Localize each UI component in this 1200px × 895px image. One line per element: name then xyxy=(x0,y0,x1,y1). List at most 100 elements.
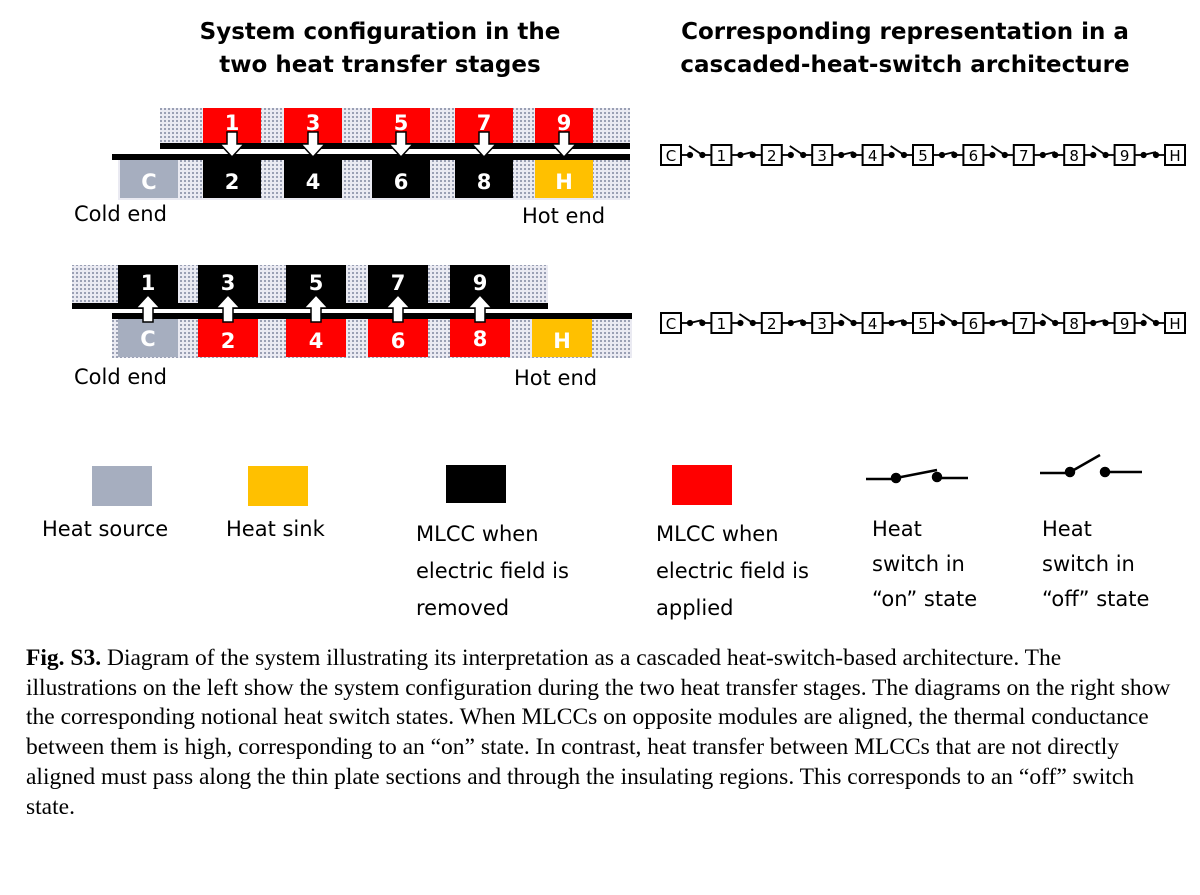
stage2-bottom-label: 6 xyxy=(391,329,406,353)
legend-mlcc-applied-swatch xyxy=(672,465,732,505)
right-header: Corresponding representation in a cascad… xyxy=(680,19,1130,78)
legend-switch-on-line: Heat xyxy=(872,517,922,541)
legend-switch-on-label: Heat switch in “on” state xyxy=(872,512,977,617)
stage2-heat-sink xyxy=(532,319,592,357)
stage1-top-label: 7 xyxy=(477,111,492,135)
stage2-bottom-label: 2 xyxy=(221,329,236,353)
switch-on-icon xyxy=(1033,151,1065,159)
chain-node-label: H xyxy=(1169,315,1180,333)
stage1-arrow-5 xyxy=(387,131,415,159)
switch-off-icon xyxy=(681,145,712,159)
stage1-mlcc-8 xyxy=(455,160,513,198)
legend-heat-sink-label: Heat sink xyxy=(226,517,325,541)
figure-caption: Fig. S3. Diagram of the system illustrat… xyxy=(26,644,1176,822)
legend-switch-off-label: Heat switch in “off” state xyxy=(1042,512,1149,617)
legend-heat-source-swatch xyxy=(92,466,152,506)
stage1-mlcc-4 xyxy=(284,160,342,198)
switch-off-icon xyxy=(1033,313,1065,327)
stage1-top-label: 9 xyxy=(557,111,572,135)
chain-node-label: 3 xyxy=(817,315,827,333)
legend-switch-off-icon xyxy=(1040,453,1142,478)
chain-node-label: 1 xyxy=(717,147,727,165)
legend-switch-off-line: “off” state xyxy=(1042,587,1150,611)
stage2-bottom-plate xyxy=(112,313,632,319)
switch-off-icon xyxy=(1134,313,1165,327)
stage2-mlcc-8 xyxy=(450,319,510,357)
chain-node-label: 9 xyxy=(1120,147,1130,165)
legend-mlcc-applied-line: electric field is xyxy=(656,559,809,583)
switch-on-icon xyxy=(1134,151,1165,159)
stage1-bottom-label: H xyxy=(555,170,573,194)
legend-switch-on-line: “on” state xyxy=(872,587,978,611)
stage1-bottom-plate xyxy=(112,154,630,160)
chain-node-label: 5 xyxy=(918,315,928,333)
chain-node-box xyxy=(1164,312,1186,334)
stage1-bottom-label: 8 xyxy=(477,170,492,194)
stage2-arrow-7 xyxy=(384,293,412,323)
stage1-arrow-9 xyxy=(550,131,578,159)
stage2-mlcc-2 xyxy=(198,319,258,357)
stage2-bottom-label: H xyxy=(553,329,571,353)
stage2-mlcc-6 xyxy=(368,319,428,357)
legend-mlcc-applied-label: MLCC when electric field is applied xyxy=(656,516,809,627)
switch-off-icon xyxy=(1084,145,1115,159)
stage2-bottom-label: C xyxy=(140,327,155,351)
chain-node-label: 7 xyxy=(1019,147,1029,165)
switch-on-icon xyxy=(731,151,762,159)
stage2-arrow-1 xyxy=(134,293,162,323)
legend-mlcc-removed-line: MLCC when xyxy=(416,522,539,546)
chain-node-label: 5 xyxy=(918,147,928,165)
stage2-arrow-5 xyxy=(302,293,330,323)
stage1-cold-end-label: Cold end xyxy=(74,202,167,226)
stage2-heat-source xyxy=(118,319,178,357)
stage2-mlcc-4 xyxy=(286,319,346,357)
stage1-top-label: 5 xyxy=(394,111,409,135)
stage2-diagram: 1 3 5 7 9 C 2 4 6 8 H xyxy=(72,265,632,358)
left-header: System configuration in the two heat tra… xyxy=(199,19,561,78)
switch-off-icon xyxy=(731,313,762,327)
chain-node-box xyxy=(1164,144,1186,166)
switch-off-icon xyxy=(832,313,863,327)
legend-switch-off-line: Heat xyxy=(1042,517,1092,541)
switch-on-icon xyxy=(1084,319,1115,327)
chain-node-label: 6 xyxy=(969,315,979,333)
stage2-top-label: 5 xyxy=(309,271,324,295)
stage2-cold-end-label: Cold end xyxy=(74,365,167,389)
switch-on-icon xyxy=(933,151,964,159)
chain-node-label: 7 xyxy=(1019,315,1029,333)
stage1-diagram: 1 3 5 7 9 C 2 4 6 8 H xyxy=(112,108,630,200)
stage1-top-label: 3 xyxy=(306,111,321,135)
legend-heat-source-label: Heat source xyxy=(42,517,169,541)
chain-node-label: 2 xyxy=(767,315,777,333)
stage2-top-label: 1 xyxy=(141,271,156,295)
chain-node-label: 4 xyxy=(868,315,878,333)
stage2-top-label: 7 xyxy=(391,271,406,295)
chain-node-label: 8 xyxy=(1069,147,1079,165)
legend-heat-sink-swatch xyxy=(248,466,308,506)
chain-node-label: 8 xyxy=(1069,315,1079,333)
stage1-heat-sink xyxy=(535,160,593,198)
stage1-hot-end-label: Hot end xyxy=(522,204,606,228)
legend-mlcc-removed-line: electric field is xyxy=(416,559,569,583)
legend-mlcc-applied-line: MLCC when xyxy=(656,522,779,546)
stage1-arrow-7 xyxy=(470,131,498,159)
caption-text: Diagram of the system illustrating its i… xyxy=(26,645,1171,820)
stage2-arrow-3 xyxy=(214,293,242,323)
stage2-hot-end-label: Hot end xyxy=(514,366,598,390)
stage1-arrow-1 xyxy=(218,131,246,159)
stage1-bottom-label: 6 xyxy=(394,170,409,194)
switch-off-icon xyxy=(983,145,1014,159)
stage1-mlcc-2 xyxy=(203,160,261,198)
chain-node-label: 6 xyxy=(969,147,979,165)
legend-switch-on-line: switch in xyxy=(872,552,965,576)
stage1-mlcc-6 xyxy=(372,160,430,198)
stage2-top-label: 3 xyxy=(221,271,236,295)
switch-on-icon xyxy=(681,319,712,327)
chain-node-label: 2 xyxy=(767,147,777,165)
chain-node-label: C xyxy=(666,147,676,165)
legend-mlcc-removed-label: MLCC when electric field is removed xyxy=(416,516,569,627)
switch-on-icon xyxy=(983,319,1014,327)
chain-node-label: 9 xyxy=(1120,315,1130,333)
